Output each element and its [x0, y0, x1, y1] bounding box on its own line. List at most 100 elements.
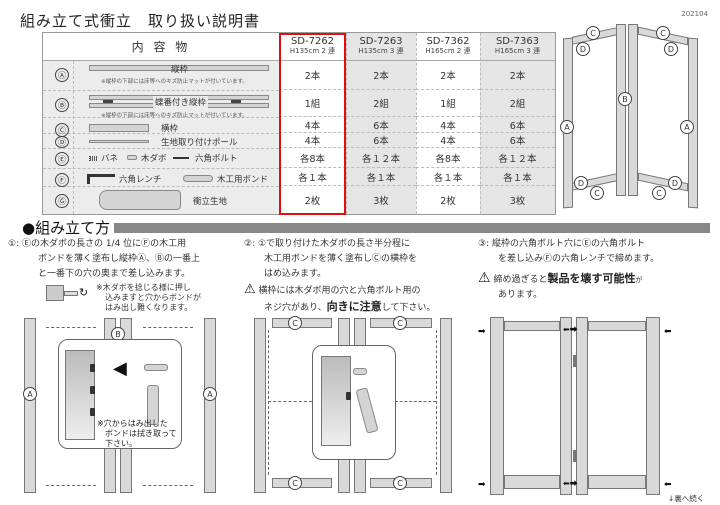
step-1-line: と一番下の穴の奥まで差し込みます。 [38, 269, 191, 279]
qty-cell: 2枚 [304, 196, 321, 207]
dowel-hole [90, 386, 95, 394]
vertical-frame-icon [89, 65, 269, 71]
part-label-spring: バネ [101, 154, 119, 164]
rail-top [504, 321, 560, 331]
label-d: D [664, 42, 678, 56]
qty-cell: 4本 [279, 133, 346, 148]
col-divider [480, 33, 481, 214]
warning-icon: ⚠ [478, 270, 491, 286]
qty-cell: 2本 [480, 61, 555, 90]
bolt-arrow-icon: ⬅ [664, 327, 672, 337]
qty-cell: 2本 [279, 61, 346, 90]
part-label-c: 横枠 [161, 124, 179, 134]
frame-block [321, 356, 351, 446]
part-label-wrench: 六角レンチ [119, 175, 162, 185]
guide-line [390, 401, 436, 402]
qty-cell: 各１本 [480, 168, 555, 186]
warning-icon: ⚠ [244, 282, 256, 297]
label-c: C [656, 26, 670, 40]
mark-d: Ⓓ [55, 136, 69, 148]
row-divider [43, 168, 279, 169]
detail-inset: ◀ ※穴からはみ出した ボンドは拭き取って 下さい。 [58, 339, 182, 449]
qty-cell: 1組 [279, 90, 346, 117]
qty-cell: 6本 [480, 117, 555, 133]
part-note-a: ※縦枠の下部には床等へのキズ防止マットが付いています。 [101, 79, 248, 85]
qty-cell: 4本 [416, 133, 480, 148]
row-divider [43, 117, 279, 118]
step-2-line: 木工用ボンドを薄く塗布しⒸの横枠を [264, 254, 418, 264]
qty-cell: 各１２本 [346, 148, 416, 168]
guide-line [143, 485, 193, 486]
bolt-arrow-icon: ➡ [478, 480, 486, 490]
dowel-icon [353, 368, 367, 375]
parts-table: 内 容 物 Ⓐ 縦枠 ※縦枠の下部には床等へのキズ防止マットが付いています。 Ⓑ… [42, 32, 556, 215]
qty-cell: 4本 [416, 117, 480, 133]
step-3-diagram: ➡ ➡ ⬅ ⬅ ⬅⮕ ⬅⮕ ↓裏へ続く [478, 315, 720, 505]
document-title: 組み立て式衝立 取り扱い説明書 [20, 12, 261, 30]
mark-f: Ⓕ [55, 173, 69, 187]
frame-b [576, 317, 588, 495]
step-1-text: ①: Ⓔの木ダボの長さの 1/4 位にⒻの木工用 ボンドを薄く塗布し縦枠Ⓐ、Ⓑの… [8, 237, 243, 282]
note-line: 下さい。 [105, 439, 137, 448]
note-line: ※穴からはみ出した [97, 419, 168, 428]
warning-text: が [635, 276, 643, 284]
warning-text: ネジ穴があり、 [264, 303, 327, 313]
dowel-hole [90, 408, 95, 416]
step-3-warning: ⚠ 締め過ぎると製品を壊す可能性が [478, 271, 718, 288]
label-b: B [618, 92, 632, 106]
guide-line [268, 401, 312, 402]
hinge-icon [573, 355, 576, 367]
bolt-arrow-icon: ➡ [478, 327, 486, 337]
model-spec: H165cm 3 連 [494, 47, 541, 55]
tip-line: ※木ダボを捻じる様に押し [96, 283, 191, 292]
qty-cell: 3枚 [509, 196, 526, 207]
continue-note: ↓裏へ続く [668, 494, 705, 503]
qty-cell: 1組 [416, 90, 480, 117]
model-column-3: SD-7362 H165cm 2 連 2本 1組 4本 4本 各8本 各１本 2… [416, 33, 480, 214]
guide-line [268, 330, 269, 475]
label-c: C [288, 316, 302, 330]
part-label-g: 衝立生地 [193, 197, 228, 207]
contents-header: 内 容 物 [43, 33, 279, 61]
twist-arrow-icon: ↻ [79, 286, 89, 299]
qty-cell: 2本 [346, 61, 416, 90]
frame-a [490, 317, 504, 495]
model-code: SD-7362 [426, 36, 470, 47]
rail-bottom [588, 475, 646, 489]
glue-bottle-icon [355, 387, 379, 434]
model-spec: H135cm 2 連 [289, 47, 336, 55]
tip-line: はみ出し難くなります。 [105, 303, 193, 312]
bolt-arrow-icon: ⬅ [664, 480, 672, 490]
step-3-warning-line2: あります。 [498, 290, 543, 300]
model-spec: H135cm 3 連 [358, 47, 404, 55]
mark-b: Ⓑ [55, 98, 69, 112]
guide-line [143, 327, 193, 328]
label-c: C [393, 316, 407, 330]
qty-cell: 6本 [346, 117, 416, 133]
horizontal-frame-icon [89, 124, 149, 132]
mark-divider [73, 61, 74, 214]
frame-post [254, 318, 266, 493]
row-divider [43, 90, 279, 91]
step-3-line: を差し込みⒻの六角レンチで締めます。 [498, 254, 660, 264]
step-2-diagram: C C C C [240, 315, 480, 505]
step-2-warning-line2: ネジ穴があり、向きに注意して下さい。 [244, 299, 474, 316]
qty-cell: 6本 [480, 133, 555, 148]
part-label-b: 蝶番付き縦枠 [153, 96, 209, 108]
hinge-icon [231, 100, 241, 103]
qty-cell: 各8本 [416, 148, 480, 168]
step-3-text: ③: 縦枠の六角ボルト穴にⒺの六角ボルト を差し込みⒻの六角レンチで締めます。 … [478, 237, 718, 303]
guide-line [46, 327, 96, 328]
document-id: 202104 [681, 10, 708, 18]
rail-c [272, 318, 332, 328]
step-2-line: ②: ①で取り付けた木ダボの長さ半分程に [244, 239, 411, 249]
model-code: SD-7262 [290, 36, 335, 47]
frame-b-left [616, 24, 626, 196]
rail-bottom [504, 475, 560, 489]
step-1-diagram: B A A ◀ ※穴からはみ出した ボンドは拭き取って 下さい。 [0, 315, 240, 505]
spring-icon [89, 156, 97, 161]
hinge-icon [573, 450, 576, 462]
guide-line [46, 485, 96, 486]
qty-cell: 各１本 [346, 168, 416, 186]
mark-c: Ⓒ [55, 123, 69, 137]
